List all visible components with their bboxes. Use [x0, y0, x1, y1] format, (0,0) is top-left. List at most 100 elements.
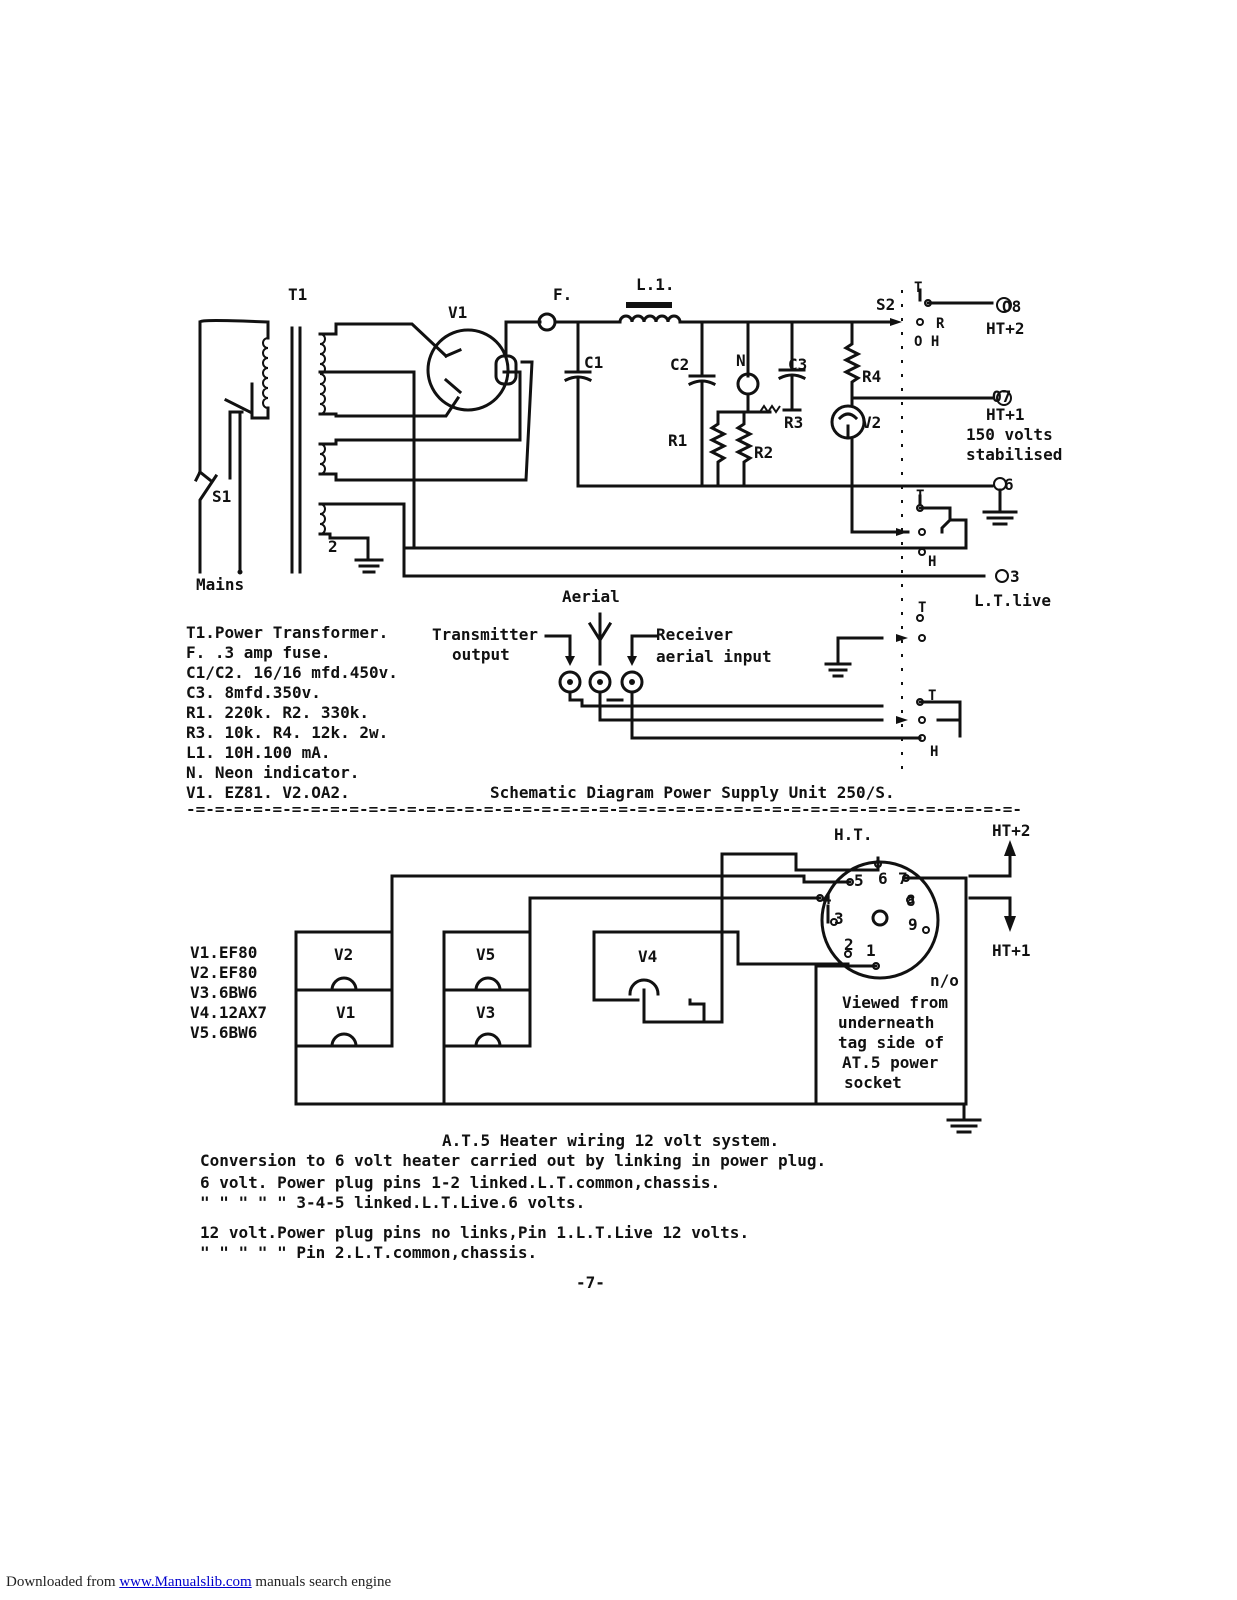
socket-note: underneath	[838, 1013, 934, 1032]
socket-note: AT.5 power	[842, 1053, 938, 1072]
label-receiver: Receiver	[656, 625, 733, 644]
aerial-connectors	[544, 612, 962, 742]
label-r3: R3	[784, 413, 803, 432]
box-label-v1: V1	[336, 1003, 355, 1022]
label-v1: V1	[448, 303, 467, 322]
component-legend: T1.Power Transformer. F. .3 amp fuse. C1…	[186, 623, 398, 802]
label-s1: S1	[212, 487, 231, 506]
label-mains: Mains	[196, 575, 244, 594]
valve-list-item: V1.EF80	[190, 943, 257, 962]
label-t-switch-2: T	[918, 600, 926, 616]
note-line: 6 volt. Power plug pins 1-2 linked.L.T.c…	[200, 1173, 720, 1192]
terminal-8: O8	[1002, 297, 1021, 316]
terminal-7: O7	[992, 387, 1011, 406]
socket-note: tag side of	[838, 1033, 944, 1052]
label-6: 6	[1004, 475, 1014, 494]
label-aerial-input: aerial input	[656, 647, 772, 666]
label-r-switch: R	[936, 316, 945, 332]
pin-2: 2	[844, 935, 854, 954]
label-r1: R1	[668, 431, 687, 450]
label-ht1-bottom: HT+1	[992, 941, 1031, 960]
heater-v2	[330, 976, 358, 992]
label-h-switch-2: H	[930, 744, 938, 760]
label-lt-live: L.T.live	[974, 591, 1051, 610]
label-2: 2	[328, 537, 338, 556]
valve-list-item: V4.12AX7	[190, 1003, 267, 1022]
valve-list-item: V2.EF80	[190, 963, 257, 982]
heater-v3	[474, 1032, 502, 1048]
neon-indicator-n	[736, 320, 772, 414]
resistor-r4	[842, 320, 862, 406]
pin-1: 1	[866, 941, 876, 960]
label-t-switch-4: T	[916, 488, 924, 504]
pin-8: 8	[906, 891, 916, 910]
label-150-volts: 150 volts	[966, 425, 1053, 444]
ht2-arrow	[968, 848, 1012, 878]
wire-pin7	[904, 876, 968, 1106]
download-footer: Downloaded from www.Manualslib.com manua…	[6, 1574, 391, 1591]
label-h-switch: H	[928, 554, 936, 570]
pin-3: 3	[834, 909, 844, 928]
wire-pin1	[814, 964, 878, 1106]
label-3: 3	[1010, 567, 1020, 586]
legend-line: L1. 10H.100 mA.	[186, 743, 331, 762]
legend-line: R3. 10k. R4. 12k. 2w.	[186, 723, 388, 742]
choke-l1	[618, 288, 1012, 326]
resistor-r1	[708, 410, 728, 488]
wire-pin4	[442, 896, 822, 934]
label-transmitter: Transmitter	[432, 625, 538, 644]
label-no: n/o	[930, 971, 959, 990]
label-s2: S2	[876, 295, 895, 314]
label-r4: R4	[862, 367, 881, 386]
label-t1: T1	[288, 285, 307, 304]
heater-v5	[474, 976, 502, 992]
label-oh-switch: O H	[914, 334, 939, 350]
chassis-ground	[982, 488, 1018, 526]
label-fuse: F.	[553, 285, 572, 304]
legend-line: F. .3 amp fuse.	[186, 643, 331, 662]
page-number: -7-	[576, 1273, 605, 1292]
pin-6: 6	[878, 869, 888, 888]
label-c1: C1	[584, 353, 603, 372]
legend-line: C3. 8mfd.350v.	[186, 683, 321, 702]
legend-line: V1. EZ81. V2.OA2.	[186, 783, 350, 802]
capacitor-c3	[759, 320, 807, 414]
footer-suffix: manuals search engine	[251, 1574, 392, 1590]
capacitor-c2	[687, 320, 717, 488]
ht1-arrow	[968, 896, 1012, 924]
capacitor-c1	[563, 320, 593, 488]
heater-wiring-diagram: V1.EF80 V2.EF80 V3.6BW6 V4.12AX7 V5.6BW6…	[190, 821, 1031, 1262]
label-aerial: Aerial	[562, 587, 620, 606]
chassis-ground-2	[946, 1102, 982, 1134]
pin-9: 9	[908, 915, 918, 934]
legend-line: C1/C2. 16/16 mfd.450v.	[186, 663, 398, 682]
valve-v2	[830, 390, 1012, 488]
label-stabilised: stabilised	[966, 445, 1062, 464]
box-label-v5: V5	[476, 945, 495, 964]
label-c3: C3	[788, 355, 807, 374]
box-label-v4: V4	[638, 947, 657, 966]
box-label-v2: V2	[334, 945, 353, 964]
divider-line: -=-=-=-=-=-=-=-=-=-=-=-=-=-=-=-=-=-=-=-=…	[186, 802, 1022, 818]
note-line: " " " " " Pin 2.L.T.common,chassis.	[200, 1243, 537, 1262]
label-ht1: HT+1	[986, 405, 1025, 424]
power-supply-schematic: T1 V1 F. L.1. S2 T R O H O8 HT+2 C1 C2 N…	[186, 275, 1062, 818]
valve-list-item: V3.6BW6	[190, 983, 257, 1002]
label-neon: N	[736, 351, 746, 370]
legend-line: T1.Power Transformer.	[186, 623, 388, 642]
manualslib-link[interactable]: www.Manualslib.com	[119, 1574, 252, 1590]
pin-4: 4	[822, 889, 832, 908]
footer-prefix: Downloaded from	[6, 1574, 120, 1590]
valve-v1	[426, 320, 542, 412]
heater-v1	[330, 1032, 358, 1048]
label-ht: H.T.	[834, 825, 873, 844]
heater-v4	[628, 978, 660, 996]
label-ht2-bottom: HT+2	[992, 821, 1031, 840]
caption-power-supply: Schematic Diagram Power Supply Unit 250/…	[490, 783, 895, 802]
at5-power-socket	[814, 860, 968, 1106]
pin-7: 7	[898, 869, 908, 888]
legend-line: R1. 220k. R2. 330k.	[186, 703, 369, 722]
label-t-switch: T	[914, 280, 922, 296]
resistor-r2	[716, 410, 754, 488]
valve-list-item: V5.6BW6	[190, 1023, 257, 1042]
